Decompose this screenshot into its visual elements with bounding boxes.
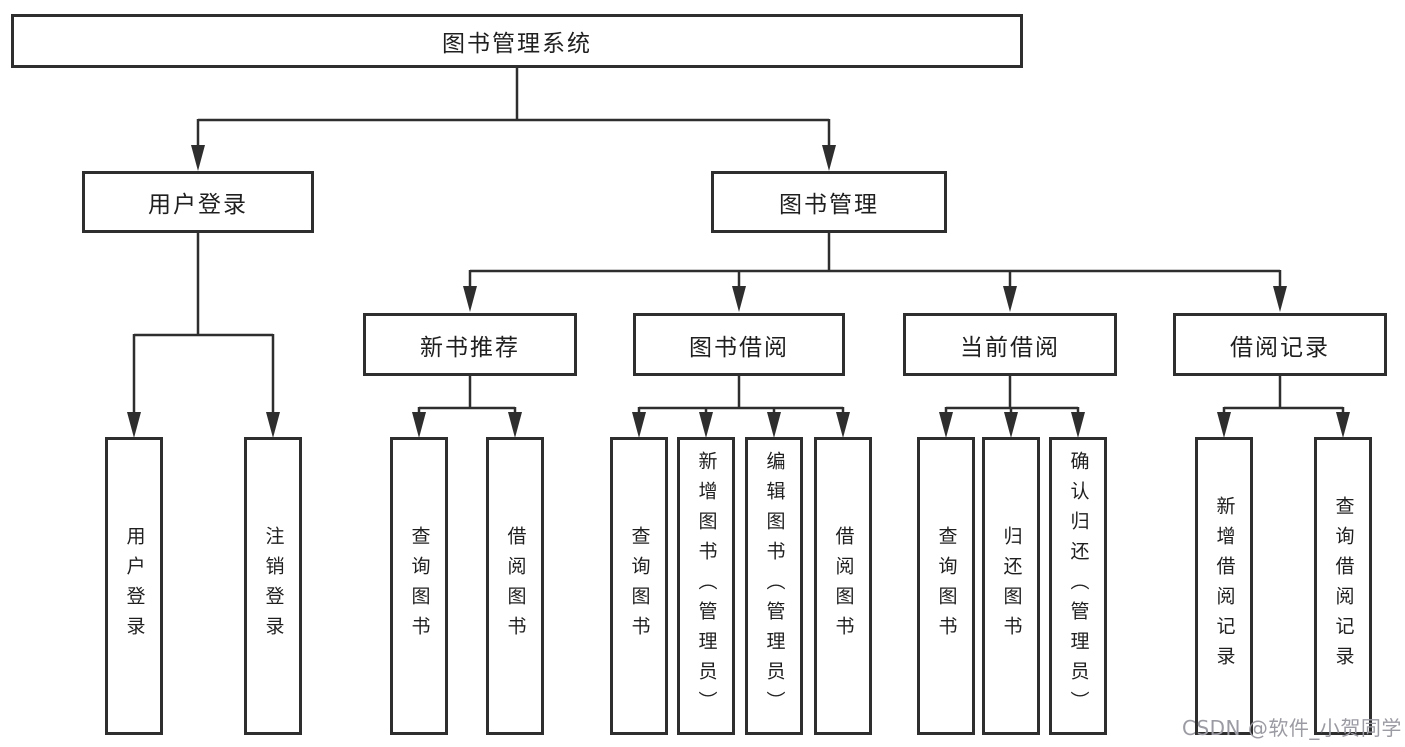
leaf-add-book-admin-label: 新增图书（管理员） [695, 451, 718, 721]
node-current-borrowing: 当前借阅 [903, 313, 1117, 376]
node-book-management: 图书管理 [711, 171, 947, 233]
leaf-query-book-borrowing: 查询图书 [610, 437, 668, 735]
leaf-borrow-book-borrowing-label: 借阅图书 [832, 526, 855, 646]
node-new-book-recommend: 新书推荐 [363, 313, 577, 376]
leaf-query-book-current-label: 查询图书 [935, 526, 958, 646]
leaf-return-book-label: 归还图书 [1000, 526, 1023, 646]
leaf-query-book-borrowing-label: 查询图书 [628, 526, 651, 646]
node-user-login: 用户登录 [82, 171, 314, 233]
csdn-watermark: CSDN @软件_小贺同学 [1182, 716, 1402, 740]
node-book-borrowing: 图书借阅 [633, 313, 845, 376]
leaf-user-login-label: 用户登录 [123, 526, 146, 646]
leaf-add-borrow-record: 新增借阅记录 [1195, 437, 1253, 735]
leaf-user-login: 用户登录 [105, 437, 163, 735]
leaf-query-borrow-record-label: 查询借阅记录 [1332, 496, 1355, 676]
leaf-borrow-book-recommend: 借阅图书 [486, 437, 544, 735]
node-borrowing-records: 借阅记录 [1173, 313, 1387, 376]
leaf-add-book-admin: 新增图书（管理员） [677, 437, 735, 735]
leaf-logout: 注销登录 [244, 437, 302, 735]
leaf-return-book: 归还图书 [982, 437, 1040, 735]
leaf-logout-label: 注销登录 [262, 526, 285, 646]
leaf-query-borrow-record: 查询借阅记录 [1314, 437, 1372, 735]
leaf-edit-book-admin-label: 编辑图书（管理员） [763, 451, 786, 721]
node-library-management-system: 图书管理系统 [11, 14, 1023, 68]
leaf-edit-book-admin: 编辑图书（管理员） [745, 437, 803, 735]
leaf-confirm-return-admin: 确认归还（管理员） [1049, 437, 1107, 735]
leaf-confirm-return-admin-label: 确认归还（管理员） [1067, 451, 1090, 721]
leaf-borrow-book-recommend-label: 借阅图书 [504, 526, 527, 646]
leaf-query-book-recommend: 查询图书 [390, 437, 448, 735]
leaf-query-book-recommend-label: 查询图书 [408, 526, 431, 646]
leaf-borrow-book-borrowing: 借阅图书 [814, 437, 872, 735]
leaf-add-borrow-record-label: 新增借阅记录 [1213, 496, 1236, 676]
leaf-query-book-current: 查询图书 [917, 437, 975, 735]
